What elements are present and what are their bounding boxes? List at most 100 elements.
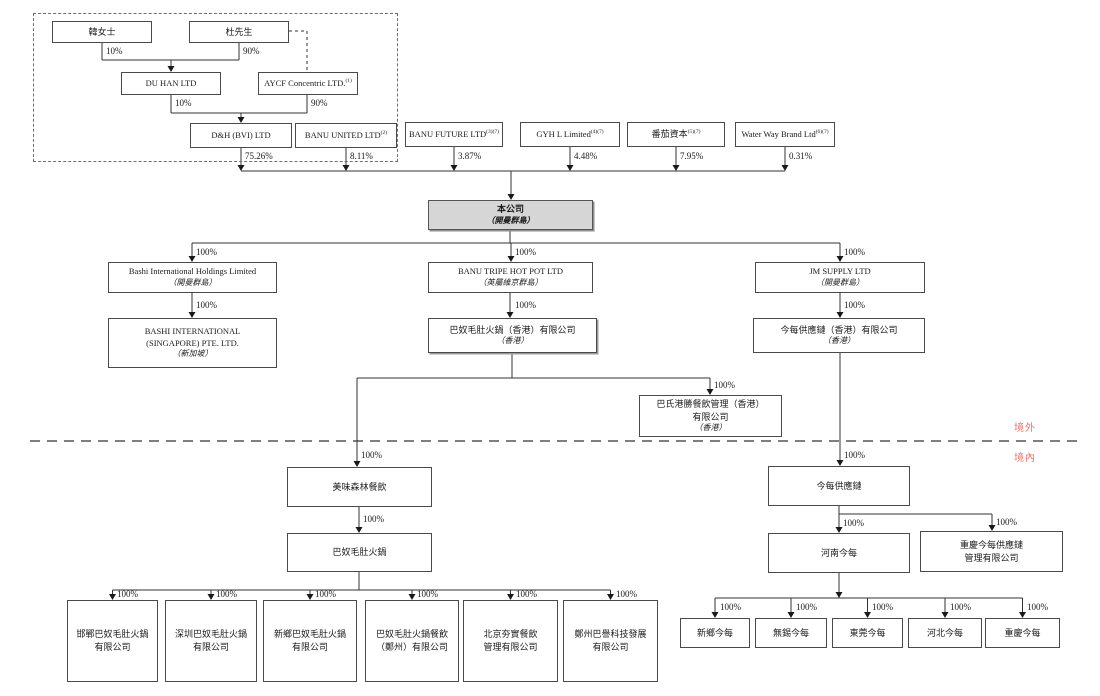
org-node-banu-tripe-hot-pot: BANU TRIPE HOT POT LTD （英屬維京群島） xyxy=(428,262,593,293)
footnote-superscript: (3)(7) xyxy=(486,128,499,135)
pct-handan: 100% xyxy=(117,589,138,599)
node-label: 巴氏港勝餐飲管理（香港） xyxy=(656,399,765,409)
org-node-bashi-holdings: Bashi International Holdings Limited （開曼… xyxy=(108,262,277,293)
org-node-tomato-capital: 番茄資本(5)(7) xyxy=(627,122,725,147)
node-label: 巴奴毛肚火鍋 xyxy=(332,547,387,558)
org-node-xinxiang-jinmei: 新鄉今每 xyxy=(680,618,750,648)
org-node-jm-supply: JM SUPPLY LTD （開曼群島） xyxy=(755,262,925,293)
node-label: 有限公司 xyxy=(692,411,729,422)
pct-wuxi-jm: 100% xyxy=(796,602,817,612)
node-label: 深圳巴奴毛肚火鍋 xyxy=(174,629,247,640)
node-label: 有限公司 xyxy=(192,642,229,652)
node-label: AYCF Concentric LTD.(1) xyxy=(264,77,352,88)
pct-gangsheng: 100% xyxy=(714,380,735,390)
node-label: 巴奴毛肚火鍋（香港）有限公司 xyxy=(449,324,576,335)
pct-jm-jinmeihk: 100% xyxy=(844,300,865,310)
node-label: 邯鄲巴奴毛肚火鍋 xyxy=(76,629,149,640)
org-node-chongqing-jinmei-supply: 重慶今每供應鏈 管理有限公司 xyxy=(920,531,1063,572)
jurisdiction-label: （開曼群島） xyxy=(816,278,864,288)
org-node-banu-future: BANU FUTURE LTD(3)(7) xyxy=(405,122,503,147)
org-node-gyh-l-limited: GYH L Limited(4)(7) xyxy=(520,122,620,147)
offshore-label: 境外 xyxy=(1014,423,1036,434)
node-label: 番茄資本(5)(7) xyxy=(651,129,701,140)
node-label: BANU TRIPE HOT POT LTD xyxy=(457,266,563,277)
node-label: 美味森林餐飲 xyxy=(332,481,387,492)
pct-duhan-to-dh: 10% xyxy=(175,98,192,108)
node-label: 管理有限公司 xyxy=(964,552,1019,563)
node-label: 東莞今每 xyxy=(849,627,886,638)
org-node-shenzhen-banu: 深圳巴奴毛肚火鍋 有限公司 xyxy=(165,600,257,682)
pct-jinmei-supply: 100% xyxy=(844,450,865,460)
org-node-jinmei-supply: 今每供應鏈 xyxy=(768,466,910,506)
footnote-superscript: (4)(7) xyxy=(590,128,604,135)
node-label: 河北今每 xyxy=(926,627,963,638)
node-label: 今每供應鏈（香港）有限公司 xyxy=(780,324,898,335)
org-node-zhengzhou-banu: 巴奴毛肚火鍋餐飲 （鄭州）有限公司 xyxy=(365,600,459,682)
jurisdiction-label: （開曼群島） xyxy=(486,215,535,225)
org-node-henan-jinmei: 河南今每 xyxy=(768,533,910,573)
node-label: (SINGAPORE) PTE. LTD. xyxy=(146,337,239,348)
org-node-chongqing-jinmei: 重慶今每 xyxy=(985,618,1060,648)
node-label: 河南今每 xyxy=(820,547,857,558)
node-label: 有限公司 xyxy=(592,642,629,652)
footnote-superscript: (5)(7) xyxy=(687,129,701,136)
node-label: 新鄉今每 xyxy=(696,627,733,638)
org-node-banu-united: BANU UNITED LTD(2) xyxy=(295,123,397,148)
org-node-xinxiang-banu: 新鄉巴奴毛肚火鍋 有限公司 xyxy=(263,600,357,682)
pct-company-tripe: 100% xyxy=(515,247,536,257)
pct-chongqing-supply: 100% xyxy=(996,517,1017,527)
node-label: 有限公司 xyxy=(94,642,131,652)
node-label: 杜先生 xyxy=(225,26,253,37)
org-node-water-way-brand: Water Way Brand Ltd(6)(7) xyxy=(735,122,835,147)
pct-water-way: 0.31% xyxy=(789,151,813,161)
org-node-bashi-gangsheng: 巴氏港勝餐飲管理（香港） 有限公司 （香港） xyxy=(639,395,782,437)
pct-aycf-to-dh: 90% xyxy=(311,98,328,108)
pct-chongqing-jm: 100% xyxy=(1027,602,1048,612)
jurisdiction-label: （新加坡） xyxy=(172,349,213,359)
pct-beijing: 100% xyxy=(516,589,537,599)
org-node-bashi-singapore: BASHI INTERNATIONAL (SINGAPORE) PTE. LTD… xyxy=(108,318,277,368)
jurisdiction-label: （開曼群島） xyxy=(168,278,217,288)
pct-tomato: 7.95% xyxy=(680,151,704,161)
org-node-du-han-ltd: DU HAN LTD xyxy=(121,72,221,95)
pct-tripe-banuhk: 100% xyxy=(515,300,536,310)
node-label: Bashi International Holdings Limited xyxy=(128,266,257,277)
onshore-label: 境內 xyxy=(1014,453,1036,464)
node-label: 管理有限公司 xyxy=(483,642,538,652)
org-node-wuxi-jinmei: 無錫今每 xyxy=(755,618,827,648)
org-node-mr-du: 杜先生 xyxy=(189,21,289,43)
node-label: 無錫今每 xyxy=(772,627,809,638)
node-label: 有限公司 xyxy=(291,642,328,652)
node-label: BASHI INTERNATIONAL xyxy=(144,325,241,336)
org-node-the-company: 本公司 （開曼群島） xyxy=(428,200,593,230)
node-label: BANU UNITED LTD(2) xyxy=(304,129,388,140)
org-node-meiwei-senlin: 美味森林餐飲 xyxy=(287,467,432,507)
node-label: 本公司 xyxy=(496,204,524,215)
pct-xinxiang: 100% xyxy=(315,589,336,599)
footnote-superscript: (6)(7) xyxy=(815,128,829,135)
pct-dongguan-jm: 100% xyxy=(872,602,893,612)
org-node-zhengzhou-tech: 鄭州巴譽科技發展 有限公司 xyxy=(563,600,658,682)
pct-hebei-jm: 100% xyxy=(950,602,971,612)
pct-banu-future: 3.87% xyxy=(458,151,482,161)
pct-banu-hotpot: 100% xyxy=(363,514,384,524)
node-label: 韓女士 xyxy=(88,26,116,37)
pct-gyh: 4.48% xyxy=(574,151,598,161)
pct-company-jm: 100% xyxy=(844,247,865,257)
node-label: DU HAN LTD xyxy=(145,77,197,88)
org-node-dh-bvi-ltd: D&H (BVI) LTD xyxy=(190,123,292,148)
pct-han-to-duhan: 10% xyxy=(106,46,123,56)
org-node-banu-hotpot: 巴奴毛肚火鍋 xyxy=(287,533,432,572)
org-node-beijing-hangshi: 北京夯實餐飲 管理有限公司 xyxy=(463,600,558,682)
pct-du-to-duhan: 90% xyxy=(243,46,260,56)
pct-banu-united: 8.11% xyxy=(350,151,373,161)
founder-group-box xyxy=(33,13,398,162)
footnote-superscript: (2) xyxy=(380,129,388,136)
node-label: 巴奴毛肚火鍋餐飲 xyxy=(375,629,448,640)
node-label: 新鄉巴奴毛肚火鍋 xyxy=(273,629,346,640)
jurisdiction-label: （英屬維京群島） xyxy=(478,278,543,288)
org-node-handan-banu: 邯鄲巴奴毛肚火鍋 有限公司 xyxy=(67,600,158,682)
org-node-aycf-concentric: AYCF Concentric LTD.(1) xyxy=(258,72,358,95)
node-label: 鄭州巴譽科技發展 xyxy=(574,629,647,640)
jurisdiction-label: （香港） xyxy=(823,336,855,346)
